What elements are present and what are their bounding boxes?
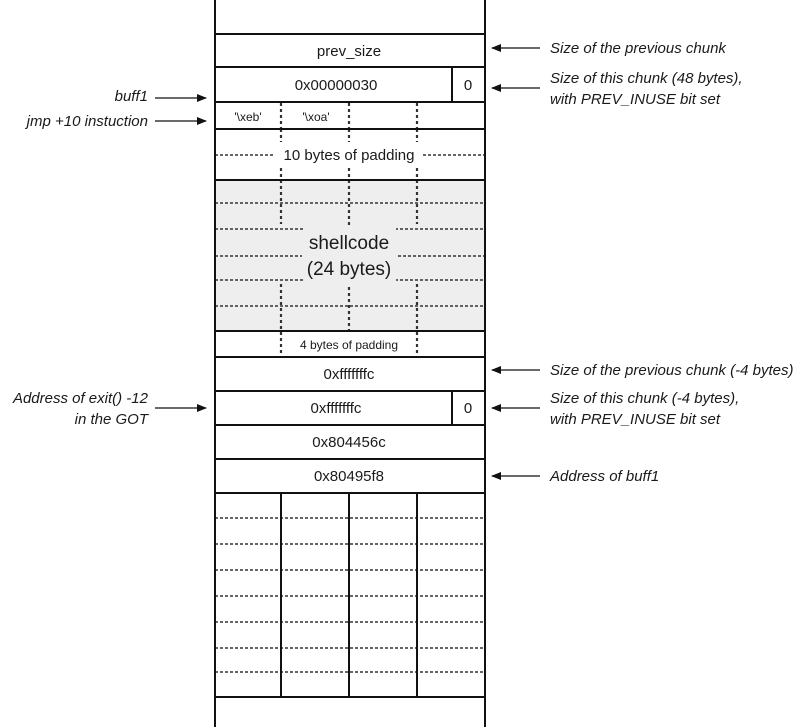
chunk-size-2-cell: 0xfffffffc xyxy=(311,400,362,417)
buff1-label: buff1 xyxy=(115,88,148,105)
this-chunk-note: Size of this chunk (48 bytes), xyxy=(550,70,743,87)
this-chunk-neg-note: Size of this chunk (-4 bytes), xyxy=(550,390,739,407)
prev-inuse-bit-1: 0 xyxy=(464,77,472,94)
jmp-byte-2: '\xoa' xyxy=(302,110,329,124)
jmp-label: jmp +10 instuction xyxy=(25,113,148,130)
free-space-grid xyxy=(215,493,485,698)
cell-texts: prev_size 0x00000030 0 '\xeb' '\xoa' 10 … xyxy=(234,43,472,485)
this-chunk-neg-note-2: with PREV_INUSE bit set xyxy=(550,411,721,428)
buff1-addr-note: Address of buff1 xyxy=(549,468,659,485)
prev-chunk-note: Size of the previous chunk xyxy=(550,40,727,57)
fd-pointer-cell: 0x804456c xyxy=(312,434,386,451)
exit-got-label: Address of exit() -12 xyxy=(12,390,149,407)
prev-inuse-bit-2: 0 xyxy=(464,400,472,417)
shellcode-label: shellcode xyxy=(309,233,389,254)
prev-size-cell: prev_size xyxy=(317,43,381,60)
prev-size-2-cell: 0xfffffffc xyxy=(324,366,375,383)
padding-4-label: 4 bytes of padding xyxy=(300,338,398,352)
word-dividers xyxy=(279,103,419,356)
exit-got-label-2: in the GOT xyxy=(75,411,150,428)
prev-chunk-neg-note: Size of the previous chunk (-4 bytes) xyxy=(550,362,793,379)
right-annotations: Size of the previous chunk Size of this … xyxy=(491,40,793,485)
this-chunk-note-2: with PREV_INUSE bit set xyxy=(550,91,721,108)
left-annotations: buff1 jmp +10 instuction Address of exit… xyxy=(12,88,207,428)
memory-column xyxy=(214,0,486,727)
padding-10-label: 10 bytes of padding xyxy=(284,147,415,164)
jmp-byte-1: '\xeb' xyxy=(234,110,261,124)
shellcode-size-label: (24 bytes) xyxy=(307,259,391,280)
chunk-size-cell: 0x00000030 xyxy=(295,77,378,94)
bk-pointer-cell: 0x80495f8 xyxy=(314,468,384,485)
